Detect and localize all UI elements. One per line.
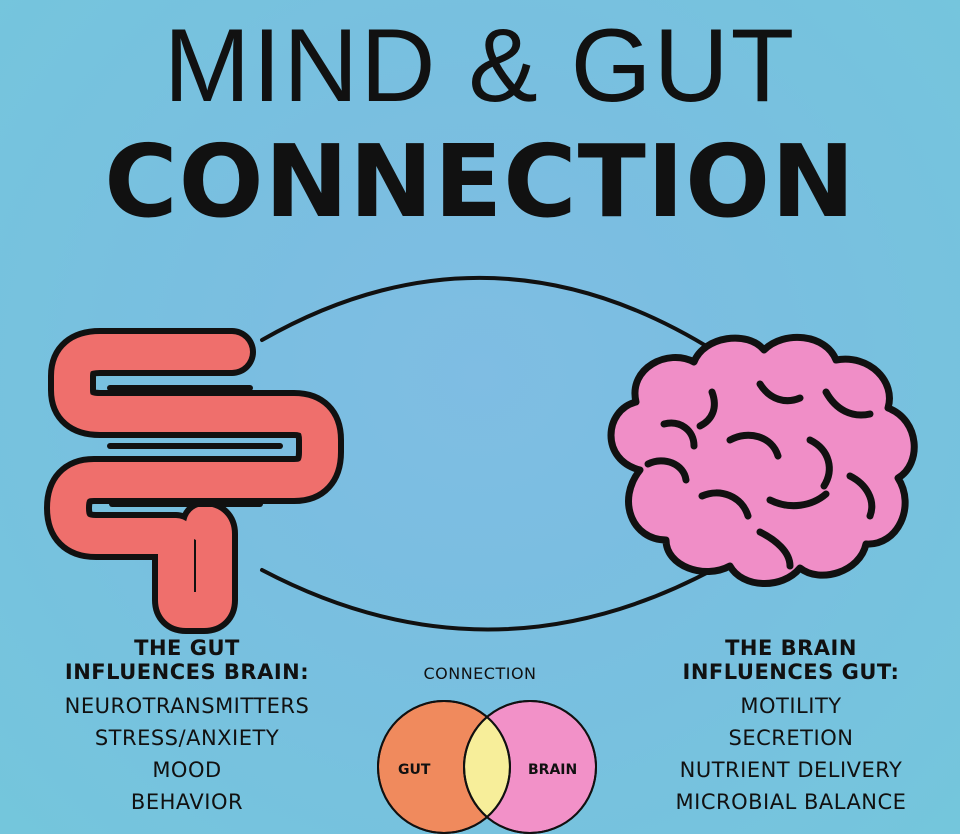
gut-heading-line-2: INFLUENCES BRAIN: — [64, 660, 310, 684]
intestine-icon — [44, 328, 344, 634]
title-line-2: CONNECTION — [104, 123, 856, 240]
brain-heading-line-2: INFLUENCES GUT: — [682, 660, 900, 684]
brain-influences-list: MOTILITY SECRETION NUTRIENT DELIVERY MIC… — [626, 690, 956, 818]
list-item: MICROBIAL BALANCE — [675, 790, 907, 814]
list-item: SECRETION — [728, 726, 854, 750]
brain-influences-column: THE BRAIN INFLUENCES GUT: MOTILITY SECRE… — [626, 636, 956, 818]
venn-title: CONNECTION — [423, 664, 537, 683]
list-item: MOOD — [152, 758, 222, 782]
list-item: MOTILITY — [740, 694, 842, 718]
list-item: NEUROTRANSMITTERS — [64, 694, 310, 718]
venn-gut-label: GUT — [398, 762, 431, 778]
brain-icon — [607, 333, 918, 587]
list-item: STRESS/ANXIETY — [94, 726, 280, 750]
venn-brain-label: BRAIN — [528, 762, 578, 778]
venn-diagram — [377, 700, 597, 834]
gut-influences-list: NEUROTRANSMITTERS STRESS/ANXIETY MOOD BE… — [22, 690, 352, 818]
title-line-1: MIND & GUT — [163, 8, 797, 124]
top-connector-arc — [260, 275, 718, 354]
bottom-connector-arc — [260, 566, 718, 632]
list-item: NUTRIENT DELIVERY — [679, 758, 903, 782]
gut-influences-column: THE GUT INFLUENCES BRAIN: NEUROTRANSMITT… — [22, 636, 352, 818]
list-item: BEHAVIOR — [130, 790, 244, 814]
brain-heading-line-1: THE BRAIN — [725, 636, 857, 660]
gut-heading-line-1: THE GUT — [134, 636, 240, 660]
